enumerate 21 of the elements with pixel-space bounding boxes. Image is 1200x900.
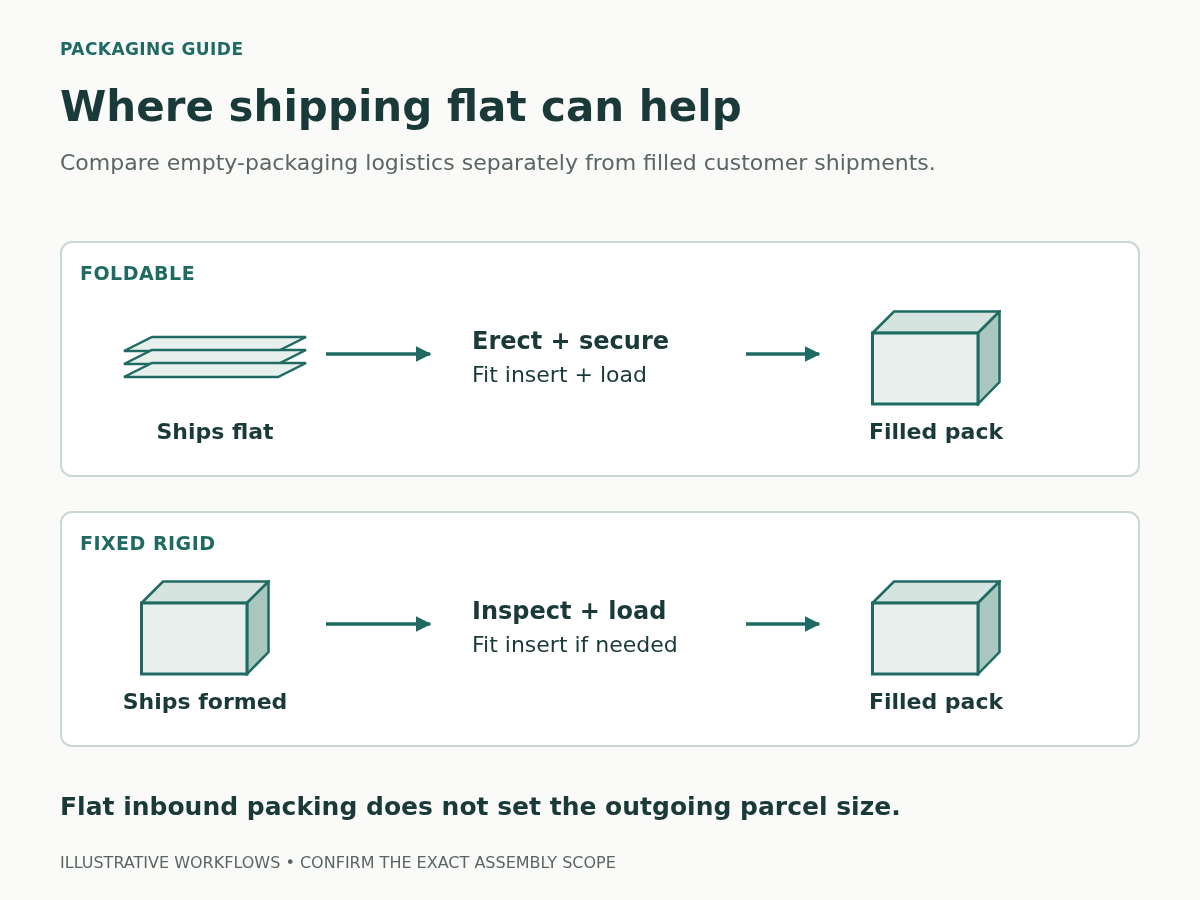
eyebrow-text: PACKAGING GUIDE (60, 38, 244, 61)
footer-note: ILLUSTRATIVE WORKFLOWS • CONFIRM THE EXACT ASSEMBLY SCOPE (60, 852, 616, 874)
arrow (746, 346, 821, 362)
step-title: Erect + secure (472, 326, 670, 357)
node-label: Filled pack (868, 688, 1004, 716)
subtitle-text: Compare empty-packaging logistics separately from filled customer shipments. (60, 149, 936, 177)
page-title: Where shipping flat can help (60, 81, 742, 133)
arrow (326, 346, 432, 362)
step-detail: Fit insert if needed (472, 631, 679, 659)
group-panel (60, 511, 1140, 747)
node-label: Ships flat (156, 418, 274, 446)
step-detail: Fit insert + load (472, 361, 648, 389)
panel-heading: FIXED RIGID (80, 531, 216, 556)
step-title: Inspect + load (472, 596, 668, 627)
arrow (746, 616, 821, 632)
panel-heading: FOLDABLE (80, 261, 196, 286)
arrow (326, 616, 432, 632)
node-label: Ships formed (122, 688, 288, 716)
group-panel (60, 241, 1140, 477)
summary-note: Flat inbound packing does not set the outgoing parcel size. (60, 791, 901, 823)
node-label: Filled pack (868, 418, 1004, 446)
